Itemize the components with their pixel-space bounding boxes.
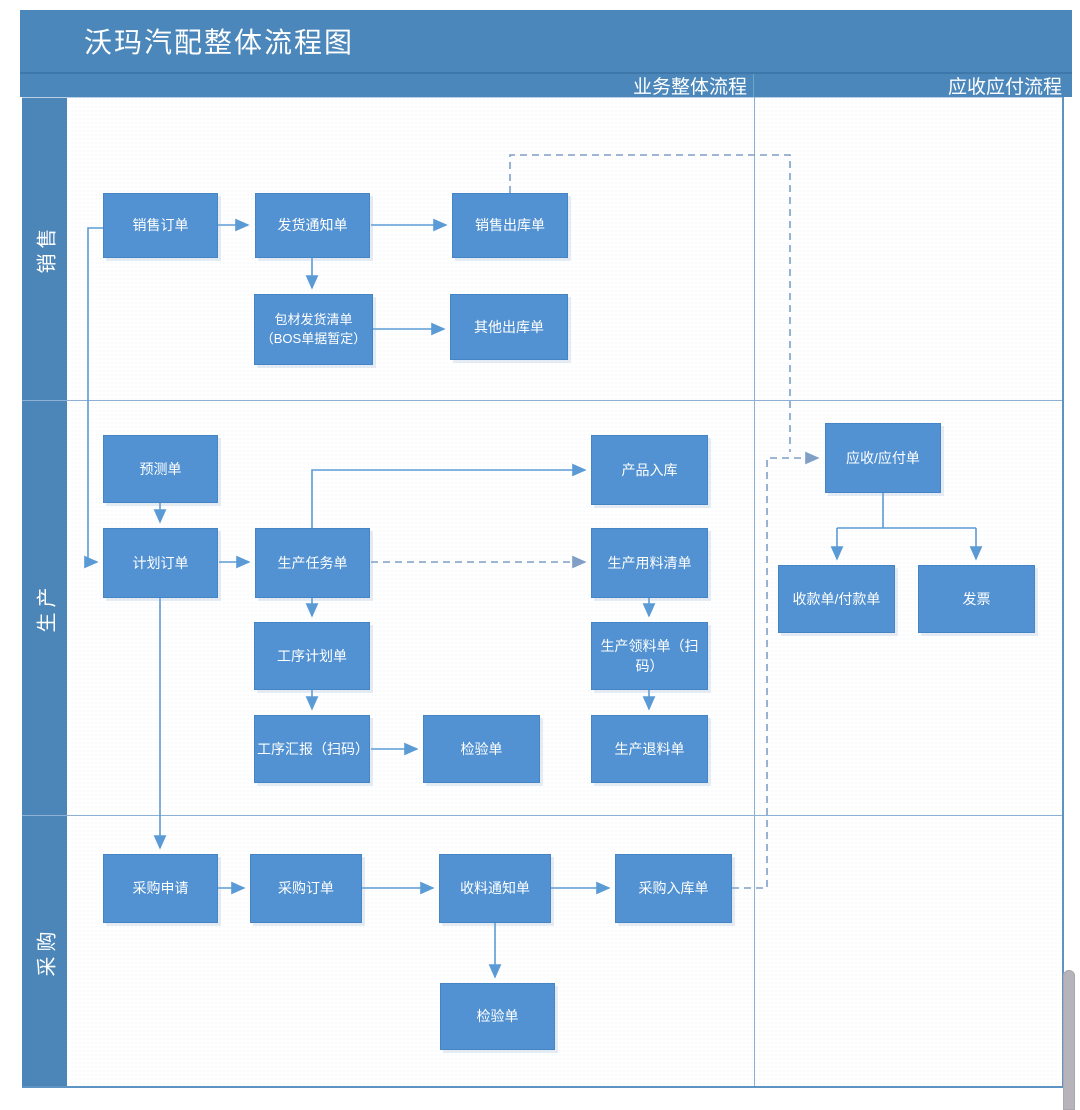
column-header-business-label: 业务整体流程 [632,77,747,98]
lane-divider-production-purchasing [22,815,1063,816]
node-sales-order[interactable]: 销售订单 [103,193,218,258]
node-production-return[interactable]: 生产退料单 [591,715,708,783]
node-process-plan[interactable]: 工序计划单 [254,622,370,690]
lane-divider-sales-production [22,400,1063,401]
lane-label-sales: 销售 [36,223,58,274]
lane-strip [22,97,67,1087]
node-production-task[interactable]: 生产任务单 [255,528,370,598]
lane-label-purchasing: 采购 [36,926,58,976]
column-header-arap: 应收应付流程 [754,74,1072,98]
frame-bottom-line [22,1086,1064,1088]
frame-top-line [22,97,1063,98]
node-invoice[interactable]: 发票 [918,565,1035,633]
scrollbar-thumb[interactable] [1063,970,1075,1110]
node-production-picking[interactable]: 生产领料单（扫 码） [591,622,708,690]
node-purchase-inbound[interactable]: 采购入库单 [615,854,732,923]
node-process-report[interactable]: 工序汇报（扫码） [254,715,370,783]
node-plan-order[interactable]: 计划订单 [103,528,218,598]
page-title: 沃玛汽配整体流程图 [84,27,355,58]
node-purchase-order[interactable]: 采购订单 [250,854,362,923]
node-packing-list[interactable]: 包材发货清单 （BOS单据暂定） [254,294,373,365]
node-product-inbound[interactable]: 产品入库 [591,435,708,505]
column-header-band: 业务整体流程 应收应付流程 [20,72,1072,98]
title-bar: 沃玛汽配整体流程图 [20,10,1072,72]
node-ship-notice[interactable]: 发货通知单 [255,193,370,258]
node-receive-notice[interactable]: 收料通知单 [439,854,551,923]
lane-label-production: 生产 [36,582,58,633]
node-other-outbound[interactable]: 其他出库单 [450,294,568,360]
node-inspection-production[interactable]: 检验单 [423,715,540,783]
node-purchase-request[interactable]: 采购申请 [103,854,218,923]
column-header-arap-label: 应收应付流程 [947,77,1062,98]
node-production-material-list[interactable]: 生产用料清单 [591,528,708,598]
node-ar-ap[interactable]: 应收/应付单 [825,423,941,493]
node-forecast[interactable]: 预测单 [103,435,218,503]
column-header-business: 业务整体流程 [20,74,754,98]
column-divider-line [754,97,755,1087]
node-inspection-purchase[interactable]: 检验单 [440,983,555,1050]
node-receipt-payment[interactable]: 收款单/付款单 [778,565,895,633]
node-sales-outbound[interactable]: 销售出库单 [452,193,568,258]
frame-right-line [1062,97,1064,1088]
